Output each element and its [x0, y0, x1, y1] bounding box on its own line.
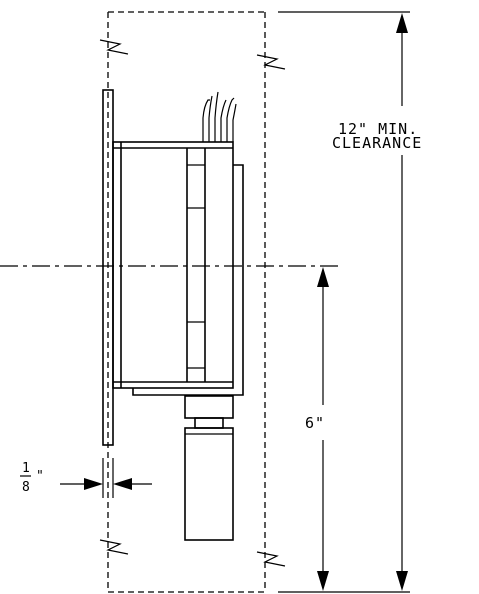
height-label: 6"	[305, 414, 325, 432]
lead-wires	[202, 91, 237, 142]
thickness-denominator: 8	[22, 480, 30, 495]
clearance-label-line2: CLEARANCE	[332, 134, 422, 152]
thickness-unit: "	[36, 469, 44, 484]
clearance-envelope	[107, 11, 266, 593]
thickness-dimension	[20, 458, 152, 498]
break-symbols	[99, 39, 286, 567]
clearance-label-line1: 12" MIN.	[338, 120, 418, 138]
housing-body	[112, 141, 244, 396]
height-dimension	[317, 267, 329, 591]
sensor-bulb	[184, 395, 234, 541]
clearance-dimension	[278, 11, 410, 593]
thickness-numerator: 1	[22, 461, 30, 476]
